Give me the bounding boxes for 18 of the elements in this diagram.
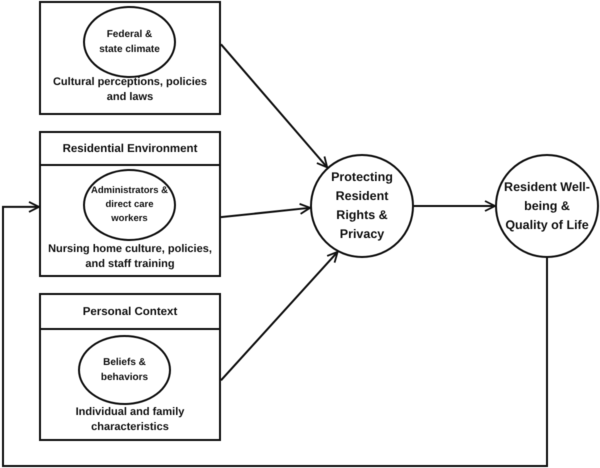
arrow <box>220 44 328 168</box>
node-label: Protecting Resident Rights & Privacy <box>330 169 394 243</box>
box-description: Nursing home culture, policies, and staff training <box>47 242 213 272</box>
arrow <box>220 251 338 381</box>
box-heading: Residential Environment <box>62 142 198 154</box>
node-label: Federal & state climate <box>98 28 161 57</box>
arrow <box>220 202 311 218</box>
box-description: Cultural perceptions, policies and laws <box>52 75 208 105</box>
box-heading: Personal Context <box>82 306 178 318</box>
box-description: Individual and family characteristics <box>74 405 186 435</box>
arrow <box>414 200 496 212</box>
context-box <box>39 131 221 277</box>
context-box <box>39 1 221 115</box>
node-label: Beliefs & behaviors <box>100 356 150 385</box>
arrow <box>2 201 548 467</box>
context-box <box>39 293 221 441</box>
node-label: Resident Well-being & Quality of Life <box>503 178 591 234</box>
node-label: Administrators & direct care workers <box>90 184 168 226</box>
